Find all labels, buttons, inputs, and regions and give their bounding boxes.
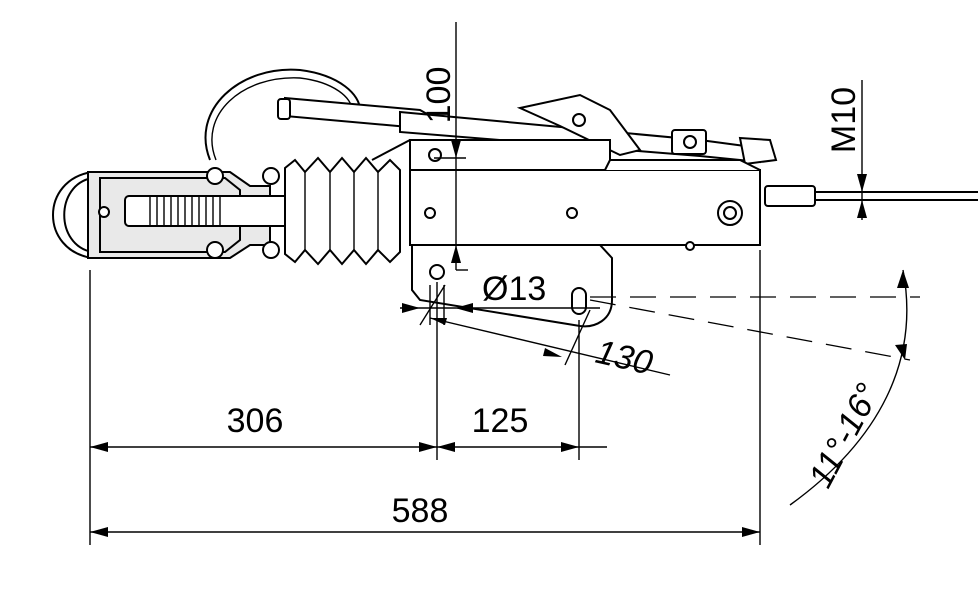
dimension-125-label: 125 bbox=[472, 402, 529, 440]
bellows bbox=[284, 156, 401, 266]
mount-slot-rear bbox=[571, 287, 587, 315]
mounting-flange bbox=[411, 244, 613, 328]
angle-label: 11°-16° bbox=[802, 377, 888, 493]
dimension-588-label: 588 bbox=[392, 492, 449, 530]
spring-coil bbox=[149, 196, 221, 226]
angle-lines: 11°-16° bbox=[589, 269, 920, 506]
drawbar-housing bbox=[409, 139, 978, 328]
mount-hole-front bbox=[429, 264, 445, 280]
brake-rod-end bbox=[764, 185, 816, 207]
dimension-diameter-label: Ø13 bbox=[482, 270, 546, 308]
dimension-diameter-13: Ø13 bbox=[400, 270, 600, 325]
dimension-306-label: 306 bbox=[227, 402, 284, 440]
dimension-588: 588 bbox=[90, 250, 761, 545]
dimension-m10-label: M10 bbox=[825, 87, 863, 153]
drawbar-tube bbox=[409, 169, 761, 246]
dimension-306-125: 306 125 bbox=[89, 270, 607, 545]
dimension-130-label: 130 bbox=[592, 333, 656, 383]
breakaway-cable bbox=[204, 68, 361, 161]
head-handle-loop bbox=[52, 171, 93, 259]
dimension-100-label: 100 bbox=[420, 67, 458, 124]
dimension-100: 100 bbox=[420, 22, 468, 271]
head-pin bbox=[98, 206, 110, 218]
dimension-m10: M10 bbox=[825, 80, 867, 220]
